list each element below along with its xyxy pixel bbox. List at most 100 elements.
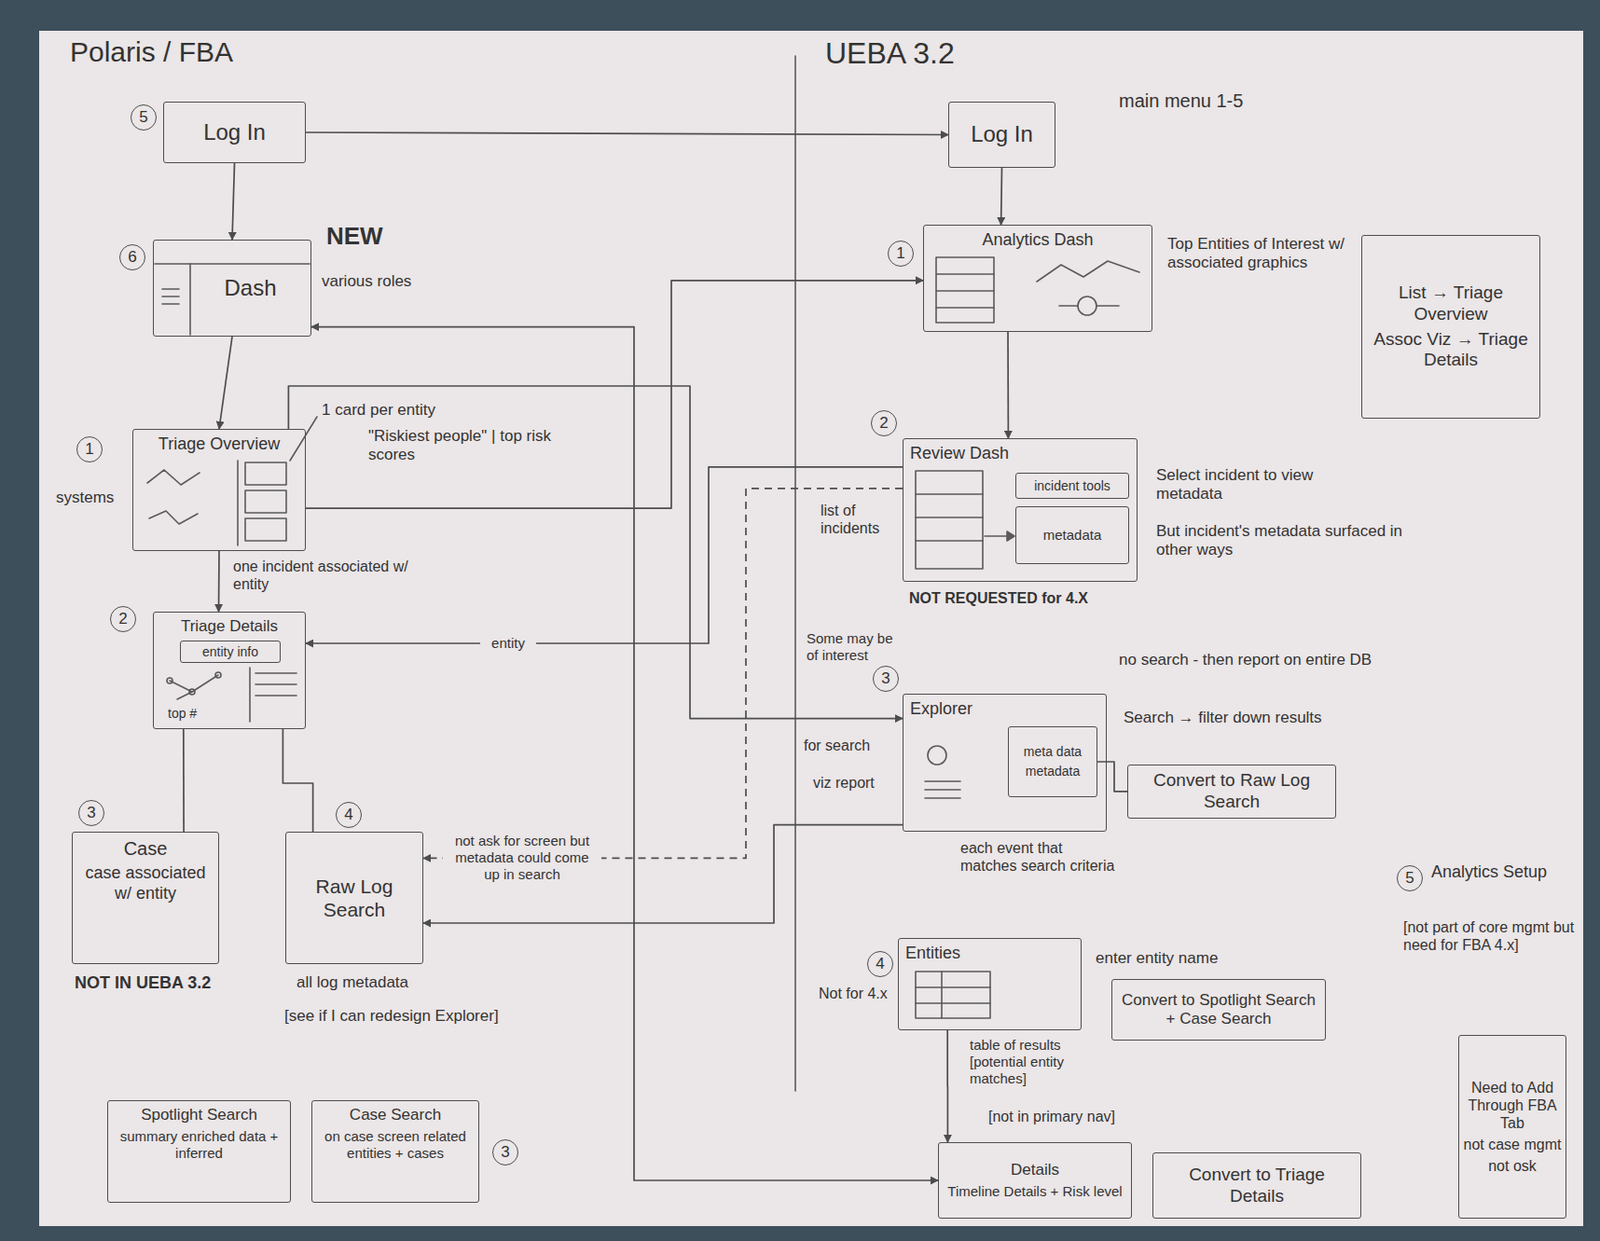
process-box: Log In: [948, 101, 1056, 168]
graph-node: [215, 672, 221, 678]
node-heading: Case: [124, 837, 168, 860]
node-heading: Entities: [905, 943, 961, 965]
process-box: Analytics Dash: [923, 224, 1153, 332]
dash-header-band: [154, 262, 310, 265]
process-box: Case case associated w/ entity: [71, 831, 220, 965]
annotation: main menu 1-5: [1118, 89, 1306, 112]
annotation: "Riskiest people" | top risk scores: [368, 427, 593, 466]
table-line: [940, 971, 943, 1019]
annotation: table of results [potential entity match…: [969, 1036, 1110, 1088]
node-body: Timeline Details + Risk level: [947, 1183, 1122, 1200]
table-line: [915, 1002, 991, 1005]
node-heading: List → Triage Overview: [1368, 282, 1533, 326]
connector: [305, 132, 949, 136]
process-box: Review Dashincident toolsmetadata: [902, 438, 1138, 582]
annotation: enter entity name: [1095, 949, 1264, 968]
node-body: not case mgmt: [1463, 1135, 1562, 1154]
column-divider: [794, 55, 797, 1091]
list-line: [924, 788, 961, 791]
list-sketch: [936, 257, 994, 323]
process-box: meta datametadata: [1007, 726, 1098, 798]
annotation: Some may be of interest: [806, 630, 900, 664]
annotation: Select incident to view metadata: [1156, 466, 1380, 505]
node-heading: Log In: [970, 121, 1034, 149]
process-box: Dash: [152, 239, 312, 337]
list-line: [936, 289, 994, 292]
connector: [423, 825, 903, 924]
leader-line: [289, 416, 318, 461]
annotation: Analytics Setup: [1431, 862, 1572, 883]
process-box: Explorermeta datametadata: [902, 693, 1107, 832]
list-line: [936, 306, 994, 309]
incident-list-sketch: [915, 470, 983, 569]
node-body: Assoc Viz → Triage Details: [1368, 329, 1533, 373]
node-heading: Log In: [203, 119, 266, 147]
connector: [288, 386, 903, 719]
process-box: Triage Overview: [132, 428, 306, 552]
list-line: [915, 539, 983, 542]
node-heading: Spotlight Search: [140, 1105, 258, 1125]
node-body: summary enriched data + inferred: [114, 1128, 284, 1162]
node-heading: Need to Add Through FBA Tab: [1462, 1078, 1562, 1133]
annotation: Search → filter down results: [1123, 708, 1394, 728]
callout-number: 3: [78, 800, 105, 827]
connector: [305, 280, 924, 509]
process-box: Convert to Raw Log Search: [1127, 764, 1337, 819]
callout-number: 2: [870, 410, 897, 437]
callout-number: 1: [887, 240, 914, 267]
node-heading: Details: [1010, 1160, 1060, 1180]
callout-number: 3: [492, 1139, 519, 1166]
annotation: 1 card per entity: [321, 400, 509, 420]
list-line: [924, 780, 961, 783]
list-line: [255, 683, 297, 686]
connector: [1006, 331, 1009, 439]
graph-node: [166, 677, 173, 684]
annotation: NEW: [326, 221, 411, 251]
connector: [218, 551, 221, 612]
annotation: Polaris / FBA: [69, 35, 313, 69]
node-heading: Convert to Raw Log Search: [1134, 770, 1329, 814]
connector: [282, 729, 313, 832]
connector: [232, 163, 235, 240]
callout-number: 3: [872, 665, 899, 692]
node-heading: Convert to Triage Details: [1159, 1164, 1354, 1208]
node-heading: meta data: [1023, 744, 1082, 760]
list-line: [255, 672, 297, 675]
menu-icon-line: [162, 295, 180, 298]
annotation: systems: [55, 488, 126, 508]
callout-number: 6: [119, 244, 146, 271]
node-heading: incident tools: [1034, 478, 1111, 495]
process-box: Spotlight Search summary enriched data + …: [107, 1100, 291, 1203]
node-body: case associated w/ entity: [79, 863, 212, 904]
system-sketch: [149, 510, 198, 525]
entity-card: [245, 490, 287, 513]
annotation: But incident's metadata surfaced in othe…: [1156, 522, 1436, 561]
process-box: entity info: [179, 640, 281, 663]
viz-sketch: [927, 745, 947, 765]
node-heading: Triage Overview: [158, 434, 280, 456]
chart-sketch: [1036, 261, 1140, 282]
select-arrow: [984, 535, 1007, 538]
dash-sidebar: [189, 263, 192, 335]
annotation: [not in primary nav]: [988, 1107, 1147, 1126]
callout-number: 4: [335, 801, 362, 828]
annotation: all log metadata: [296, 973, 456, 993]
node-heading: Triage Details: [180, 617, 278, 636]
select-arrowhead: [1006, 531, 1015, 541]
process-box: Raw Log Search: [285, 831, 424, 965]
annotation: no search - then report on entire DB: [1118, 650, 1399, 670]
annotation: viz report: [813, 773, 897, 792]
annotation: top #: [167, 705, 234, 722]
connector: [219, 336, 233, 429]
connector: [182, 729, 185, 832]
list-divider: [248, 667, 251, 722]
menu-icon-line: [162, 303, 180, 305]
list-line: [255, 694, 297, 697]
system-sketch: [147, 469, 200, 485]
callout-number: 2: [110, 606, 137, 633]
process-box: Convert to Spotlight Search + Case Searc…: [1111, 979, 1326, 1041]
annotation: UEBA 3.2: [825, 35, 1031, 71]
table-sketch: [915, 971, 991, 1019]
connector: [311, 327, 938, 1181]
